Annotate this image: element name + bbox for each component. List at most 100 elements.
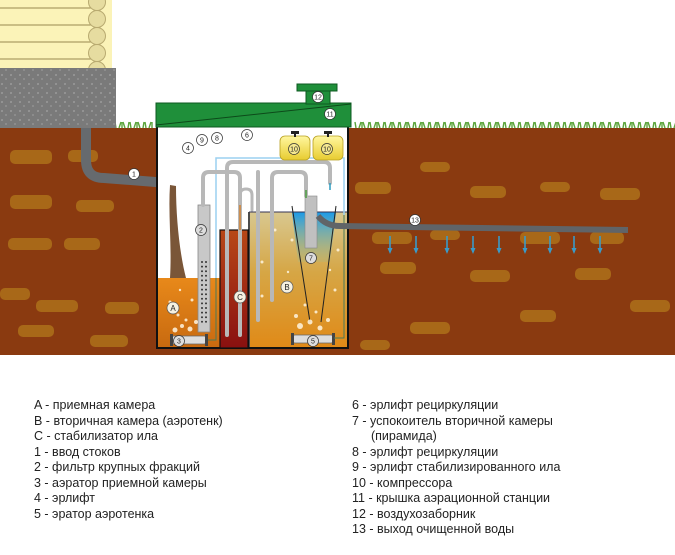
grass-blade: [457, 121, 460, 129]
legend-item: 4 - эрлифт: [34, 491, 95, 505]
bubble: [260, 260, 264, 264]
soil-spot: [520, 310, 556, 322]
bubble: [303, 303, 307, 307]
marker-label: 12: [314, 95, 322, 102]
grass-blade: [617, 121, 621, 129]
grass-blade: [437, 121, 441, 129]
grass-blade: [148, 121, 152, 129]
grass-blade: [669, 121, 672, 129]
soil-spot: [470, 186, 506, 198]
soil-spot: [630, 300, 670, 312]
bubble: [190, 298, 194, 302]
grass-blade: [448, 121, 452, 129]
soil-spot: [600, 188, 640, 200]
airlift-6: [270, 170, 308, 302]
marker-10: 10: [321, 143, 333, 155]
grass-blade: [472, 121, 475, 129]
grass-blade: [442, 121, 445, 129]
legend-item: 3 - аэратор приемной камеры: [34, 475, 207, 490]
filter-hole: [205, 297, 207, 300]
filter-hole: [205, 320, 207, 323]
air-line-a: [208, 278, 217, 341]
legend-item: A - приемная камера: [34, 398, 156, 412]
grass-blade: [474, 121, 477, 129]
filter-holes: [201, 261, 207, 323]
grass-blade: [478, 121, 482, 129]
grass-blade: [643, 121, 647, 129]
grass-blade: [122, 121, 126, 129]
bubble: [176, 313, 180, 317]
grass-blade: [412, 121, 415, 129]
marker-7: 7: [305, 252, 317, 264]
bubble: [286, 270, 290, 274]
soil-spot: [36, 300, 78, 312]
marker-3: 3: [173, 335, 185, 347]
legend-item: 12 - воздухозаборник: [352, 506, 476, 521]
grass-blade: [429, 121, 432, 129]
filter-hole: [201, 302, 203, 305]
grass-blade: [388, 121, 392, 129]
marker-4: 4: [182, 142, 194, 154]
lid-diagonal: [155, 103, 352, 126]
grass-blade: [639, 121, 642, 129]
pyramid-left: [291, 205, 311, 323]
grass-blade: [397, 121, 400, 129]
grass-blade: [673, 122, 675, 129]
drainage-drips: [387, 236, 603, 254]
grass-blade: [144, 121, 147, 129]
drip-arrow: [547, 248, 553, 254]
marker-11: 11: [324, 108, 336, 120]
bubble: [326, 318, 330, 322]
marker-10: 10: [288, 143, 300, 155]
marker-5: 5: [307, 335, 319, 347]
legend-item: 5 - эратор аэротенка: [34, 506, 155, 521]
filter-hole: [201, 311, 203, 314]
grass-blade: [607, 121, 610, 129]
grass-blade: [519, 121, 522, 129]
sludge-strand: [169, 185, 186, 278]
airlift-8: [225, 160, 332, 337]
grass-blade: [358, 121, 362, 129]
house: [0, 0, 116, 128]
marker-label: 2: [199, 228, 203, 235]
grass-blade: [527, 121, 531, 129]
chamber-label-circle: [166, 301, 180, 315]
grass-blade: [667, 121, 670, 129]
marker-circle: [241, 129, 253, 141]
chamber-label-circle: [233, 290, 247, 304]
grass-blade: [572, 121, 576, 129]
grass-blade: [564, 121, 567, 129]
grass-blade: [508, 121, 512, 129]
bubble: [273, 228, 277, 232]
bubble: [184, 318, 188, 322]
marker-13: 13: [409, 214, 421, 226]
marker-9: 9: [196, 134, 208, 146]
grass-blade: [602, 121, 606, 129]
drip-arrow: [413, 248, 419, 254]
calmer-pipe: [304, 195, 318, 249]
chamber-label-circle: [280, 280, 294, 294]
legend-item: 11 - крышка аэрационной станции: [352, 491, 551, 505]
grass-blade: [137, 121, 141, 129]
chamber-label-c: C: [233, 290, 247, 304]
grass-blade: [562, 121, 565, 129]
grass-blade: [557, 121, 561, 129]
grass-blade: [517, 121, 520, 129]
filter-hole: [201, 265, 203, 268]
outlet-pipe: [315, 214, 629, 233]
soil-spot: [520, 232, 560, 244]
grass-blade: [568, 121, 572, 129]
grass-blade: [658, 121, 662, 129]
bubble: [290, 238, 294, 242]
grass-blade: [399, 121, 402, 129]
filter-hole: [205, 307, 207, 309]
grass-blade: [592, 121, 595, 129]
grass-blade: [403, 121, 407, 129]
grass-blade: [382, 121, 385, 129]
grass-blade: [624, 121, 627, 129]
drip-arrow: [522, 248, 528, 254]
grass-blade: [512, 121, 516, 129]
grass-blade: [133, 121, 137, 129]
soil-spot: [18, 325, 54, 337]
log-end: [88, 44, 106, 62]
